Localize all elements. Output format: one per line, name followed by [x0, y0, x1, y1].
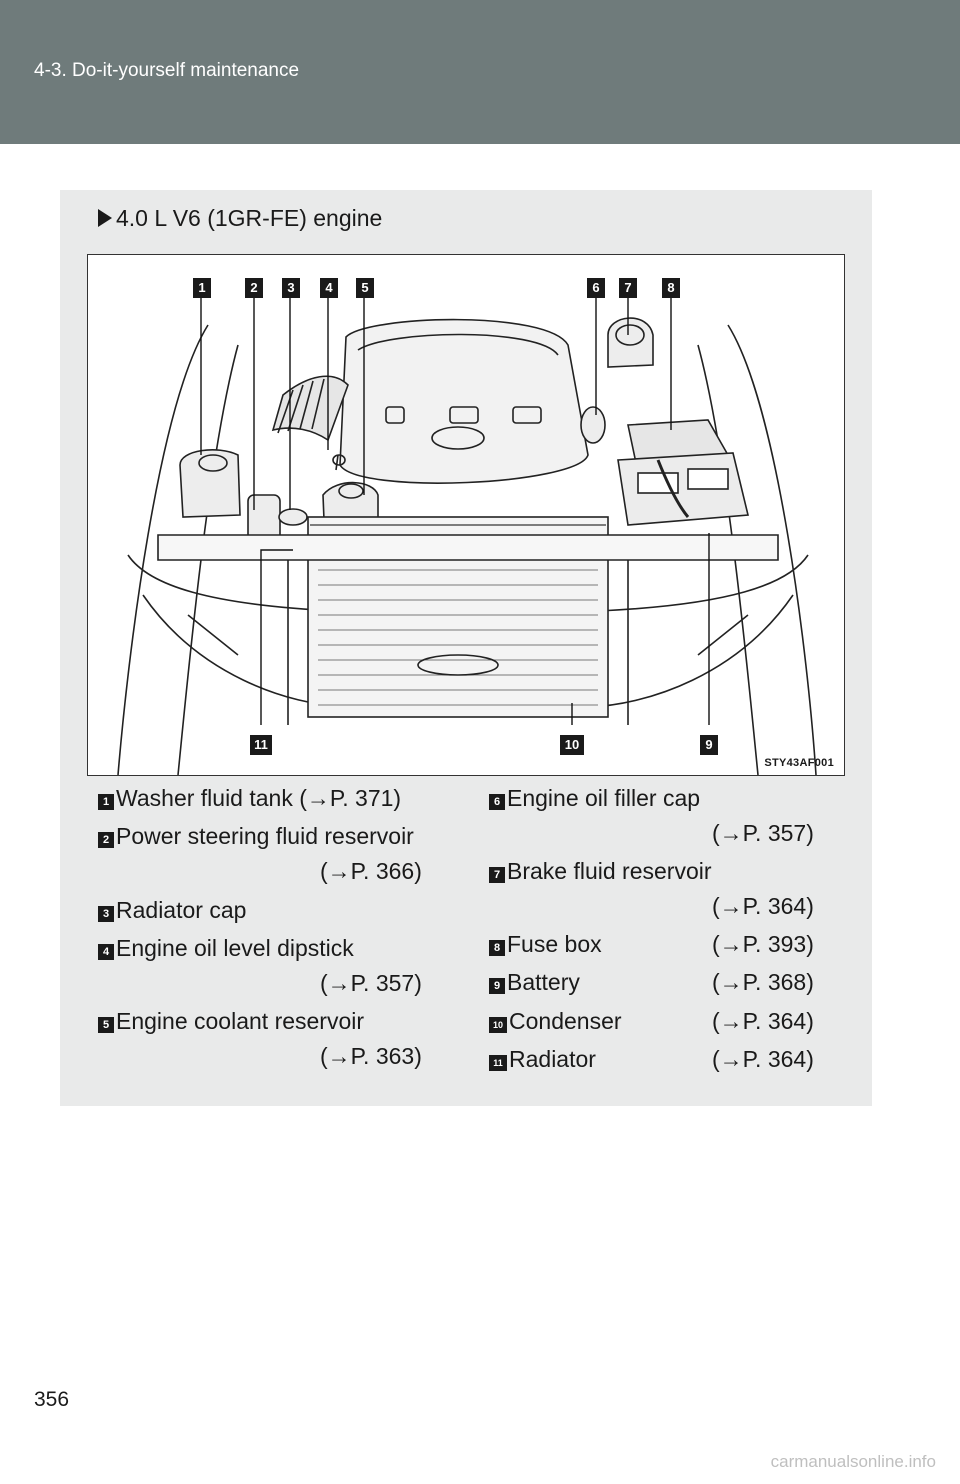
callout-2: 2 — [245, 278, 263, 298]
number-badge: 6 — [489, 794, 505, 810]
callout-4: 4 — [320, 278, 338, 298]
number-badge: 4 — [98, 944, 114, 960]
legend-ref-10: (→P. 364) — [712, 1008, 814, 1034]
callout-3: 3 — [282, 278, 300, 298]
legend-ref-5: (→P. 363) — [320, 1043, 422, 1069]
legend-label: Engine oil level dipstick — [116, 935, 354, 961]
legend-label: Fuse box — [507, 931, 602, 957]
callout-10: 10 — [560, 735, 584, 755]
legend-ref-9: (→P. 368) — [712, 969, 814, 995]
legend-label: Power steering fluid reservoir — [116, 823, 414, 849]
page-header: 4-3. Do-it-yourself maintenance — [0, 0, 960, 144]
legend-label: Radiator cap — [116, 897, 247, 923]
number-badge: 2 — [98, 832, 114, 848]
number-badge: 8 — [489, 940, 505, 956]
callout-1: 1 — [193, 278, 211, 298]
legend-label: Engine coolant reservoir — [116, 1008, 365, 1034]
callout-8: 8 — [662, 278, 680, 298]
number-badge: 9 — [489, 978, 505, 994]
legend-ref-11: (→P. 364) — [712, 1046, 814, 1072]
callout-11: 11 — [250, 735, 272, 755]
legend-ref-8: (→P. 393) — [712, 931, 814, 957]
callout-7: 7 — [619, 278, 637, 298]
callout-5: 5 — [356, 278, 374, 298]
legend-label: Battery — [507, 969, 580, 995]
number-badge: 3 — [98, 906, 114, 922]
section-title: 4-3. Do-it-yourself maintenance — [34, 60, 300, 81]
number-badge: 1 — [98, 794, 114, 810]
legend-ref-6: (→P. 357) — [712, 820, 814, 846]
legend-ref-7: (→P. 364) — [712, 893, 814, 919]
callout-6: 6 — [587, 278, 605, 298]
legend-label: Washer fluid tank (→P. 371) — [116, 785, 402, 811]
legend-ref-2: (→P. 366) — [320, 858, 422, 884]
engine-compartment-illustration: 1 2 3 4 5 6 7 8 11 10 9 STY43AF001 — [87, 254, 845, 776]
watermark: carmanualsonline.info — [770, 1452, 936, 1471]
triangle-bullet-icon — [98, 209, 112, 227]
legend-label: Condenser — [509, 1008, 622, 1034]
number-badge: 11 — [489, 1055, 507, 1071]
figure-code: STY43AF001 — [764, 757, 834, 769]
legend-label: Brake fluid reservoir — [507, 858, 712, 884]
page-number: 356 — [34, 1388, 70, 1411]
legend-ref-4: (→P. 357) — [320, 970, 422, 996]
panel-title: 4.0 L V6 (1GR-FE) engine — [98, 205, 382, 232]
number-badge: 10 — [489, 1017, 507, 1033]
number-badge: 5 — [98, 1017, 114, 1033]
panel-title-text: 4.0 L V6 (1GR-FE) engine — [116, 205, 383, 231]
legend-label: Radiator — [509, 1046, 596, 1072]
callout-9: 9 — [700, 735, 718, 755]
engine-drawing — [117, 298, 817, 775]
number-badge: 7 — [489, 867, 505, 883]
legend-label: Engine oil filler cap — [507, 785, 701, 811]
